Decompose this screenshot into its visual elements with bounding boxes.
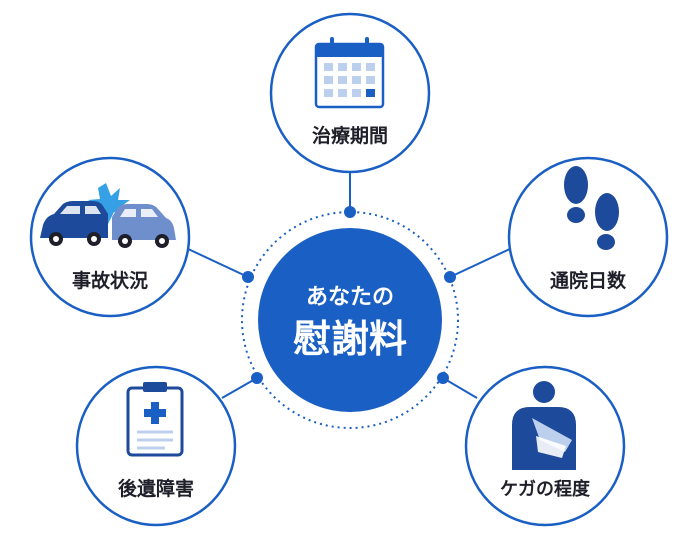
factor-injury-severity: ケガの程度 [464, 365, 626, 527]
orbit-nodes [242, 206, 456, 384]
center-line2: 慰謝料 [293, 317, 407, 361]
connector-accident-situation [185, 247, 249, 278]
center-line1: あなたの [306, 285, 394, 310]
orbit-node-lower-left [251, 372, 263, 384]
center-hub: あなたの 慰謝料 [258, 228, 442, 412]
factor-circle [29, 156, 191, 318]
factor-label: 後遺障害 [118, 477, 194, 500]
footprints-icon [564, 166, 619, 250]
medical-clipboard-icon [126, 382, 184, 457]
connector-lines [185, 172, 513, 399]
car-collision-icon [40, 183, 176, 248]
center-circle [258, 228, 442, 412]
factor-label: 事故状況 [72, 269, 148, 292]
factor-hospital-days: 通院日数 [507, 156, 669, 318]
factor-sequelae: 後遺障害 [75, 365, 237, 527]
connector-hospital-days [449, 247, 513, 278]
orbit-node-right [444, 271, 456, 283]
factor-label: 通院日数 [550, 269, 627, 292]
factor-label: ケガの程度 [500, 478, 591, 500]
factor-treatment-period: 治療期間 [269, 12, 431, 174]
connector-sequelae [221, 377, 258, 399]
orbit-node-top [344, 206, 356, 218]
orbit-node-lower-right [437, 372, 449, 384]
dotted-orbit-ring [241, 211, 459, 429]
factor-label: 治療期間 [312, 124, 388, 147]
orbit-node-left [242, 271, 254, 283]
calendar-icon [314, 37, 385, 109]
arm-sling-icon [512, 381, 576, 470]
factor-circle [507, 156, 669, 318]
connector-injury-severity [442, 377, 478, 399]
factor-accident-situation: 事故状況 [29, 156, 191, 318]
